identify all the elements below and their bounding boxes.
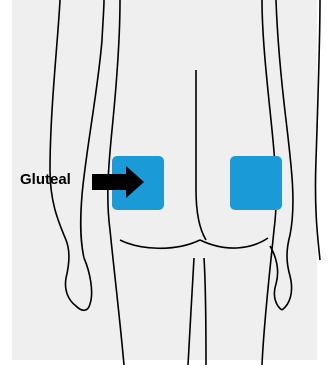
gluteal-label: Gluteal bbox=[20, 171, 71, 189]
right-gluteal-injection-site bbox=[230, 156, 282, 210]
